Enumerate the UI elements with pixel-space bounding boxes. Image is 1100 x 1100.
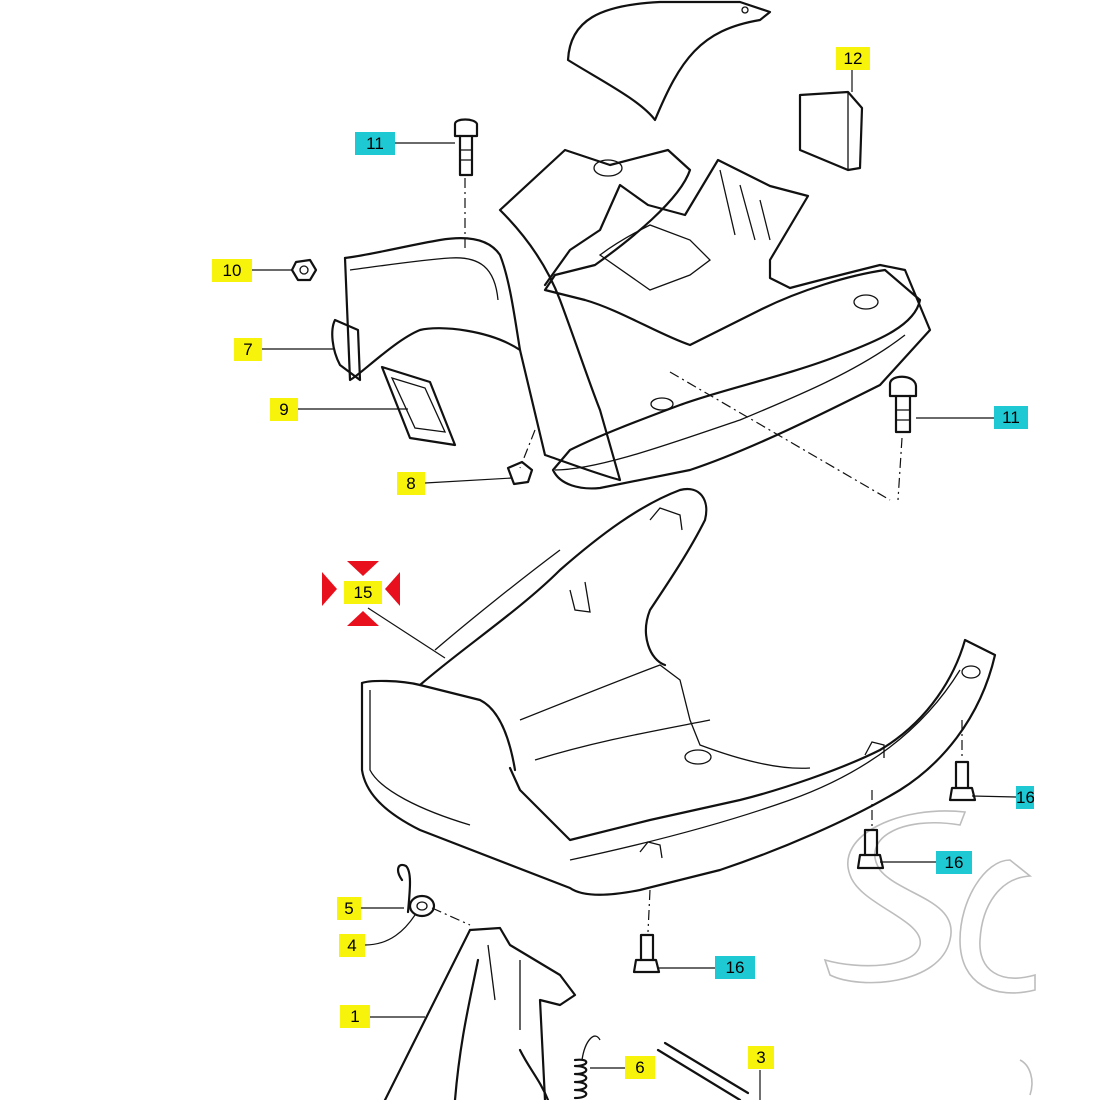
callout-8[interactable]: 8 bbox=[397, 472, 425, 495]
part-7-floor-panel bbox=[331, 148, 932, 490]
part-11-screw-right bbox=[888, 375, 918, 434]
part-5-split-pin bbox=[396, 863, 412, 914]
callout-11-top[interactable]: 11 bbox=[355, 132, 395, 155]
callout-16-edge[interactable]: 16 bbox=[1016, 786, 1034, 809]
upper-panel-fragment bbox=[566, 0, 772, 122]
selection-marker bbox=[322, 561, 400, 626]
selection-arrow-down-icon bbox=[347, 561, 379, 576]
part-6-spring bbox=[573, 1035, 601, 1100]
callout-7[interactable]: 7 bbox=[234, 338, 262, 361]
part-16-screw-right-mid bbox=[856, 828, 885, 870]
part-16-screw-right-top bbox=[948, 760, 977, 802]
callout-16-mid[interactable]: 16 bbox=[936, 851, 972, 874]
callout-9[interactable]: 9 bbox=[270, 398, 298, 421]
part-1-stand bbox=[383, 926, 577, 1100]
callout-10[interactable]: 10 bbox=[212, 259, 252, 282]
part-9-plate bbox=[380, 365, 457, 447]
leader-lines bbox=[252, 70, 1017, 1100]
selection-arrow-right-icon bbox=[322, 572, 337, 606]
part-16-screw-bottom bbox=[632, 933, 661, 974]
selection-arrow-left-icon bbox=[385, 572, 400, 606]
part-10-nut bbox=[290, 258, 318, 282]
part-3-rod bbox=[656, 1041, 750, 1100]
part-4-washer bbox=[408, 894, 436, 918]
part-8-clip bbox=[506, 460, 534, 486]
callout-1[interactable]: 1 bbox=[340, 1005, 370, 1028]
callout-3[interactable]: 3 bbox=[748, 1046, 774, 1069]
part-12-rubber-pad bbox=[798, 90, 864, 172]
callout-12[interactable]: 12 bbox=[836, 47, 870, 70]
callout-4[interactable]: 4 bbox=[339, 934, 365, 957]
callout-15-selected[interactable]: 15 bbox=[344, 581, 382, 604]
part-11-screw-top bbox=[453, 118, 479, 177]
callout-6[interactable]: 6 bbox=[625, 1056, 655, 1079]
callout-5[interactable]: 5 bbox=[337, 897, 361, 920]
part-15-lower-floor-panel bbox=[360, 487, 997, 896]
callout-11-right[interactable]: 11 bbox=[994, 406, 1028, 429]
watermark bbox=[823, 810, 1036, 1096]
selection-arrow-up-icon bbox=[347, 611, 379, 626]
assembly-center-lines bbox=[431, 178, 963, 933]
callout-16-bottom[interactable]: 16 bbox=[715, 956, 755, 979]
